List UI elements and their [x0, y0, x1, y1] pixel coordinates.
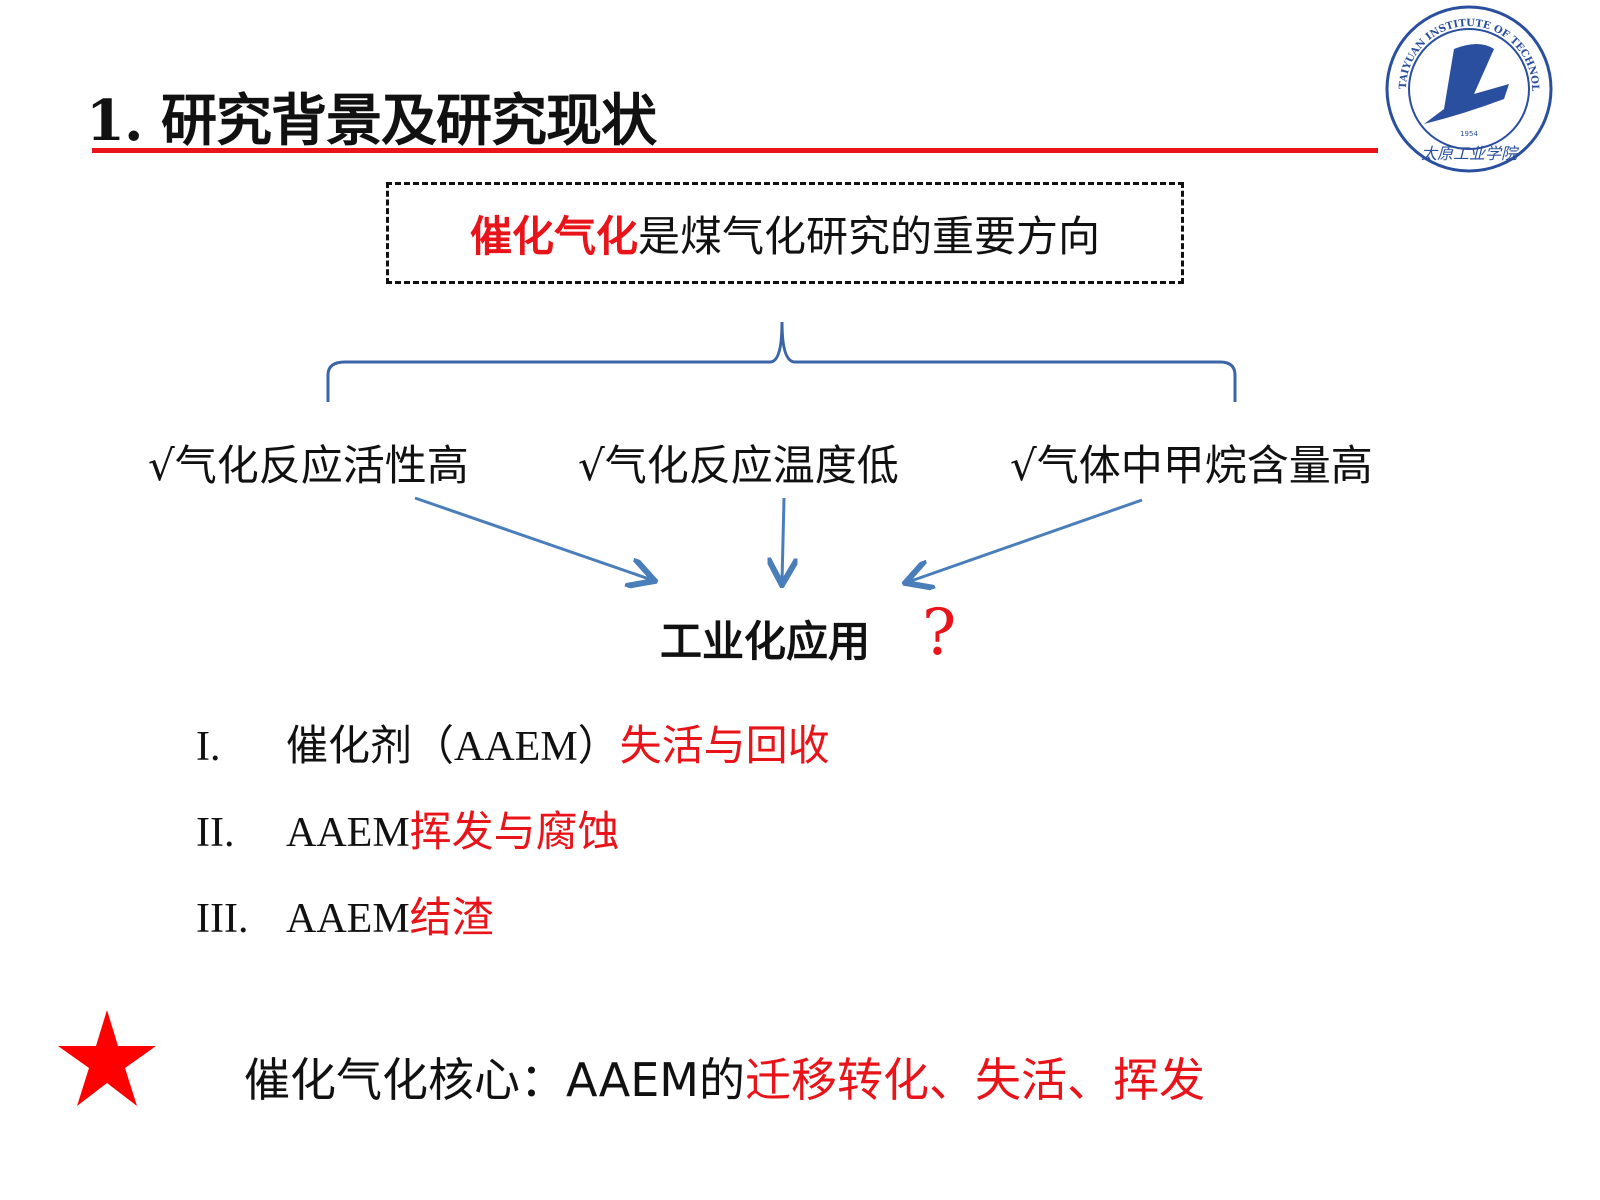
- feature-activity: √气化反应活性高: [148, 441, 469, 490]
- issue-item: II.AAEM挥发与腐蚀: [196, 810, 620, 856]
- brace: [326, 321, 1237, 402]
- page-title: 1. 研究背景及研究现状: [86, 88, 657, 154]
- arrow-middle: [782, 497, 784, 582]
- arrow-right: [908, 498, 1143, 582]
- core-statement: 催化气化核心：AAEM的迁移转化、失活、挥发: [244, 1053, 1205, 1107]
- issue-item: III.AAEM结渣: [196, 896, 494, 942]
- svg-text:1954: 1954: [1460, 130, 1478, 138]
- arrow-left: [414, 496, 652, 580]
- topic-highlight: 催化气化: [469, 211, 638, 261]
- question-mark: ?: [922, 596, 957, 670]
- university-logo: TAIYUAN INSTITUTE OF TECHNOLOGY 1954 太原工…: [1384, 4, 1553, 173]
- svg-text:太原工业学院: 太原工业学院: [1421, 144, 1520, 163]
- issue-item: I.催化剂（AAEM）失活与回收: [196, 724, 830, 770]
- star-icon: [58, 1010, 156, 1106]
- title-underline: [92, 148, 1378, 153]
- topic-box: 催化气化是煤气化研究的重要方向: [386, 182, 1184, 284]
- topic-text: 是煤气化研究的重要方向: [638, 211, 1101, 261]
- feature-methane: √气体中甲烷含量高: [1010, 441, 1373, 490]
- industrial-application: 工业化应用: [660, 617, 871, 666]
- feature-temperature: √气化反应温度低: [578, 441, 899, 490]
